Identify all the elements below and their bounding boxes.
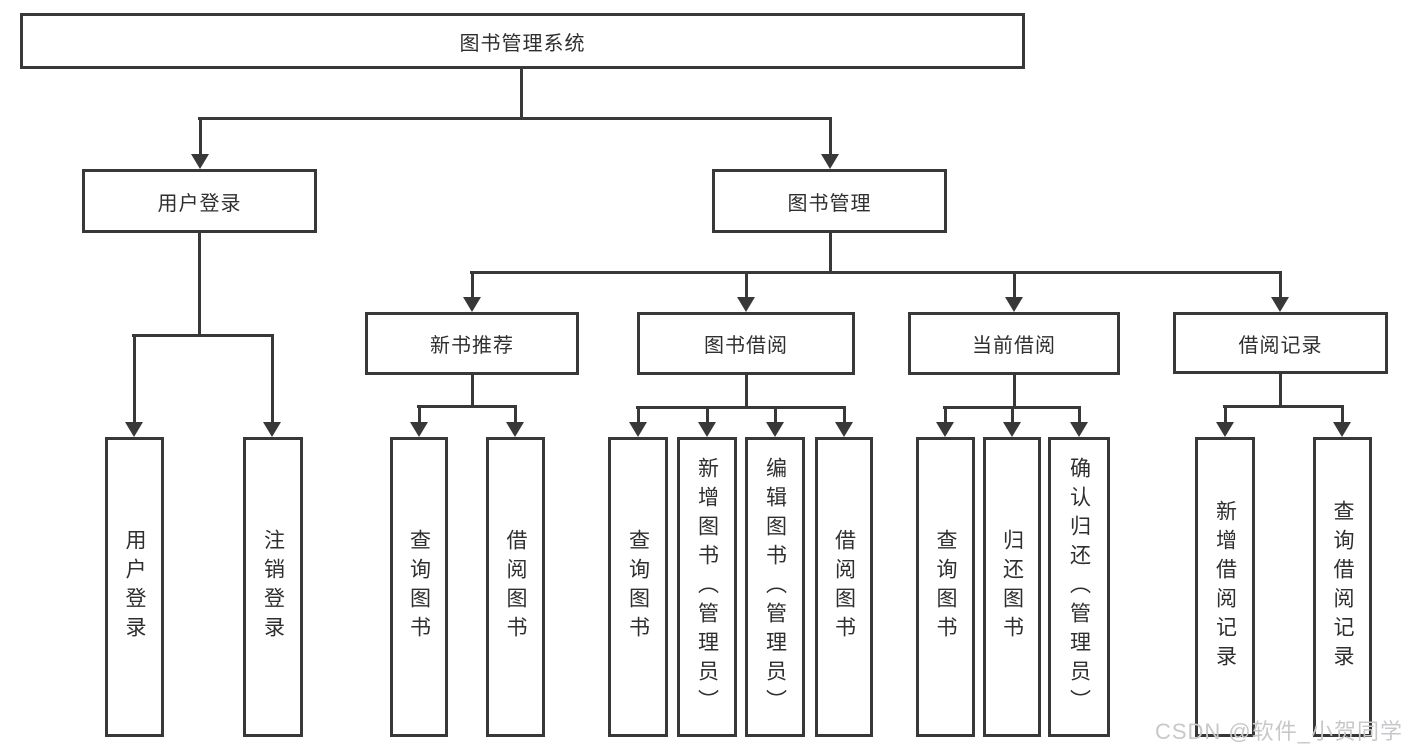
node-label: 图书借阅 [704, 335, 788, 357]
arrow-to-leaf-add-borrow-record [1215, 407, 1235, 437]
connector-book-management-stem [828, 233, 832, 274]
leaf-edit-book-admin: 编辑图书（管理员） [745, 437, 805, 737]
connector-root-stem [520, 68, 523, 120]
leaf-borrow-books-1: 借阅图书 [486, 437, 545, 737]
leaf-query-books-2: 查询图书 [608, 437, 668, 737]
leaf-borrow-books-2: 借阅图书 [815, 437, 873, 737]
leaf-query-borrow-record: 查询借阅记录 [1313, 437, 1372, 737]
arrow-to-leaf-edit-book-admin [765, 408, 785, 437]
arrow-to-book-management [820, 119, 840, 169]
connector-borrowing-records-bar [1223, 405, 1344, 408]
leaf-label: 查询图书 [407, 529, 431, 645]
node-user-login-group: 用户登录 [82, 169, 317, 233]
arrow-to-leaf-user-login [124, 336, 144, 437]
arrow-to-book-borrowing [736, 273, 756, 312]
connector-book-borrowing-bar [636, 406, 846, 409]
leaf-label: 新增图书（管理员） [695, 456, 719, 718]
node-label: 当前借阅 [972, 335, 1056, 357]
leaf-query-books-3: 查询图书 [916, 437, 975, 737]
leaf-logout: 注销登录 [243, 437, 303, 737]
node-book-management: 图书管理 [712, 169, 947, 233]
arrow-to-leaf-borrow-books-1 [505, 407, 525, 437]
leaf-label: 编辑图书（管理员） [763, 456, 787, 718]
arrow-to-leaf-query-borrow-record [1332, 407, 1352, 437]
leaf-label: 借阅图书 [832, 529, 856, 645]
arrow-to-leaf-query-books-2 [628, 408, 648, 437]
connector-borrowing-records-stem [1278, 374, 1282, 408]
node-label: 借阅记录 [1238, 334, 1323, 357]
leaf-add-book-admin: 新增图书（管理员） [677, 437, 737, 737]
node-library-management-system: 图书管理系统 [20, 13, 1025, 69]
leaf-query-books-1: 查询图书 [390, 437, 448, 737]
node-label: 图书管理系统 [459, 32, 586, 55]
arrow-to-borrowing-records [1270, 273, 1290, 312]
arrow-to-leaf-query-books-3 [935, 408, 955, 437]
leaf-label: 查询图书 [626, 529, 650, 645]
connector-new-book-bar [417, 405, 517, 408]
leaf-add-borrow-record: 新增借阅记录 [1195, 437, 1255, 737]
connector-book-borrowing-stem [744, 375, 748, 409]
node-label: 用户登录 [157, 192, 242, 215]
leaf-label: 查询图书 [934, 529, 957, 645]
arrow-to-leaf-confirm-return-admin [1069, 408, 1089, 437]
connector-root-bar [198, 117, 832, 120]
connector-current-borrowing-stem [1012, 375, 1016, 409]
node-label: 新书推荐 [430, 335, 514, 357]
leaf-label: 借阅图书 [504, 529, 527, 645]
arrow-to-leaf-query-books-1 [409, 407, 429, 437]
arrow-to-user-login-group [190, 119, 210, 169]
connector-book-management-bar [470, 271, 1282, 274]
arrow-to-new-book-recommendation [462, 273, 482, 312]
node-borrowing-records: 借阅记录 [1173, 312, 1388, 374]
leaf-confirm-return-admin: 确认归还（管理员） [1048, 437, 1110, 737]
arrow-to-leaf-borrow-books-2 [834, 408, 854, 437]
connector-user-login-bar [132, 334, 274, 337]
node-new-book-recommendation: 新书推荐 [365, 312, 579, 375]
csdn-watermark: CSDN @软件_小贺同学 [1154, 719, 1403, 744]
connector-user-login-stem [197, 233, 201, 337]
leaf-label: 归还图书 [1000, 529, 1024, 645]
leaf-label: 确认归还（管理员） [1067, 456, 1091, 718]
node-book-borrowing: 图书借阅 [637, 312, 855, 375]
node-current-borrowing: 当前借阅 [908, 312, 1120, 375]
leaf-label: 注销登录 [261, 529, 285, 645]
leaf-label: 用户登录 [123, 529, 146, 645]
arrow-to-leaf-return-book [1002, 408, 1022, 437]
leaf-user-login: 用户登录 [105, 437, 164, 737]
arrow-to-leaf-logout [262, 336, 282, 437]
node-label: 图书管理 [787, 192, 872, 215]
leaf-label: 查询借阅记录 [1331, 500, 1354, 674]
arrow-to-leaf-add-book-admin [697, 408, 717, 437]
leaf-label: 新增借阅记录 [1213, 500, 1237, 674]
connector-new-book-stem [470, 375, 474, 408]
connector-current-borrowing-bar [943, 406, 1081, 409]
leaf-return-book: 归还图书 [983, 437, 1041, 737]
arrow-to-current-borrowing [1004, 273, 1024, 312]
